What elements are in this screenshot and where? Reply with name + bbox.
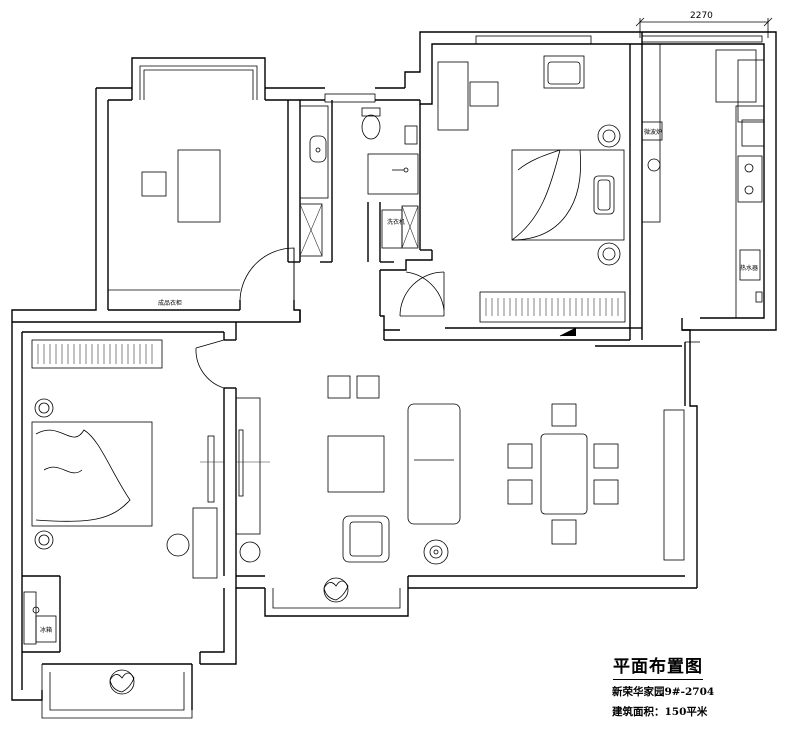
bedside-lamp-icon (597, 124, 621, 148)
armchair (342, 515, 390, 563)
chair-icon (166, 533, 190, 557)
floor-lamp-icon (423, 539, 449, 565)
dining-table (540, 433, 588, 515)
pillow (593, 175, 615, 215)
bedside-lamp-icon (597, 242, 621, 266)
bedside-lamp-icon (34, 398, 54, 418)
bathroom: 洗衣机 (299, 105, 419, 257)
toilet-icon (361, 114, 381, 140)
dining-chair (551, 403, 577, 427)
sink-icon (309, 135, 327, 163)
shower-enclosure (367, 153, 419, 195)
bed (511, 149, 625, 241)
shower-tray (299, 203, 323, 257)
armchair (543, 55, 585, 89)
dining-chair (551, 519, 577, 545)
washer-label: 洗衣机 (387, 218, 405, 226)
vanity-counter (299, 105, 329, 199)
tv (238, 429, 244, 497)
nightstand (141, 171, 167, 197)
dining-chair (593, 443, 619, 469)
stool (327, 375, 351, 399)
tv-cabinet (235, 397, 261, 535)
desk (437, 61, 469, 131)
microwave (641, 121, 663, 141)
dimension-line: 2270 (635, 11, 773, 38)
bedside-lamp-icon (34, 530, 54, 550)
bed-blanket (35, 429, 131, 522)
dimension-label: 2270 (690, 11, 713, 21)
master-bedroom (437, 55, 626, 323)
fridge (35, 615, 57, 643)
wardrobe-label: 成品衣柜 (158, 299, 182, 307)
project-name: 新荣华家园9#-2704 (612, 686, 715, 698)
doors (195, 247, 691, 400)
bed (31, 421, 153, 527)
wardrobe (479, 291, 626, 323)
plant-icon (109, 669, 135, 695)
title-block: 平面布置图 新荣华家园9#-2704 建筑面积：150平米 (610, 652, 790, 720)
bed-blanket (511, 149, 582, 241)
desk-chair (469, 81, 499, 107)
utility-cabinet (23, 591, 37, 645)
desk (192, 507, 218, 579)
counter-right (735, 105, 765, 319)
bedroom-left: 冰箱 (23, 339, 224, 645)
washer (381, 209, 403, 249)
living-dining (235, 375, 685, 565)
cooktop-icon (737, 155, 763, 203)
plant-pot-icon (239, 541, 261, 563)
plant-icon (323, 577, 349, 603)
coffee-table (327, 435, 385, 493)
plan-title: 平面布置图 (613, 652, 703, 680)
bedroom-upper-left: 成品衣柜 (108, 149, 240, 307)
sideboard (663, 409, 685, 561)
sink-icon (647, 158, 661, 172)
heater-label: 热水器 (740, 264, 758, 272)
towel-rack (404, 125, 418, 145)
wardrobe (31, 339, 163, 369)
toilet-tank (361, 107, 381, 117)
dining-chair (593, 479, 619, 505)
building-area: 建筑面积：150平米 (612, 706, 708, 718)
kitchen: 微波炉 热水器 (641, 43, 765, 319)
dining-chair (507, 479, 533, 505)
water-heater (739, 249, 761, 281)
stool (356, 375, 380, 399)
fridge-space (715, 49, 757, 103)
fridge-label: 冰箱 (40, 626, 52, 634)
dining-chair (507, 443, 533, 469)
bed (177, 149, 221, 223)
interior-walls (12, 100, 682, 576)
sofa (407, 403, 461, 525)
microwave-label: 微波炉 (644, 128, 662, 136)
